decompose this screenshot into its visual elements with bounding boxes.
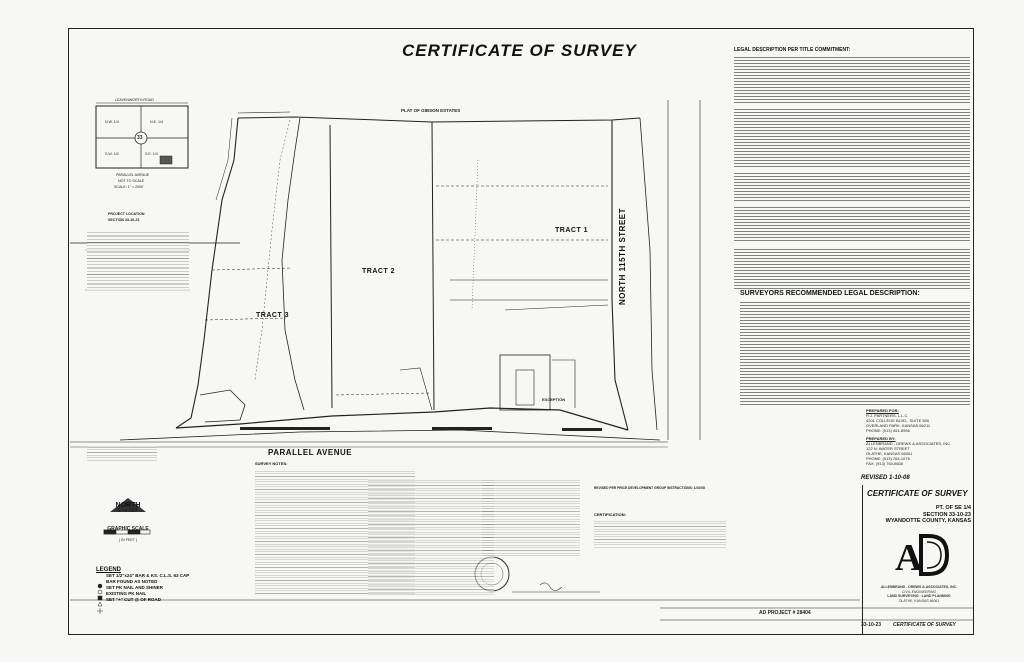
vicinity-scale: SCALE: 1" = 2000' [114,185,144,189]
revised-stamp: REVISED 1-10-08 [861,475,910,481]
legend-item: SET 1/2"x24" BAR & KS. C.L.S. 63 CAP [106,573,190,578]
document-title: CERTIFICATE OF SURVEY [402,41,637,60]
graphic-scale-bar [103,529,151,535]
title-block-line: SECTION 33-10-23 [923,511,971,518]
plat-label: PLAT OF GIBSON ESTATES [401,108,461,113]
footer-sheet-title: CERTIFICATE OF SURVEY [893,622,956,628]
vicinity-road-top: LEAVENWORTH ROAD [115,98,154,102]
certification-title: CERTIFICATION: [594,512,626,517]
vicinity-section: 33 [137,135,143,141]
project-location-label: PROJECT LOCATION [108,212,145,216]
vicinity-sw: S.W. 1/4 [105,152,119,156]
recommended-legal-text [740,300,970,406]
legend-item: EXISTING PK NAIL [106,591,147,596]
title-block-heading: CERTIFICATE OF SURVEY [867,489,968,498]
title-block-firm: ALLENBRAND - DREWS & ASSOCIATES, INC. CI… [867,585,971,603]
tract-2-label: TRACT 2 [362,268,396,275]
legal-text-block [734,205,970,243]
vicinity-ne: N.E. 1/4 [150,120,163,124]
legend: LEGEND SET 1/2"x24" BAR & KS. C.L.S. 63 … [96,567,256,603]
prepared-for-line: 4201 COLLEGE BLVD., SUITE 500 [866,418,930,423]
legend-title: LEGEND [96,567,122,573]
easement-notes-text-2 [482,478,580,556]
legal-text-block [734,55,970,103]
vicinity-no-scale: NOT TO SCALE [118,179,145,183]
legend-symbols [97,583,103,614]
prepared-for-line: R.J. PARTNERS, L.L.C. [866,413,909,418]
prepared-for-heading: PREPARED FOR: [866,408,899,413]
firm-services: CIVIL ENGINEERING [901,589,937,594]
footer-code: 33-10-23 [861,622,882,628]
street-parallel-label: PARALLEL AVENUE [268,448,353,457]
legal-text-block [734,107,970,167]
prepared-for-block: PREPARED FOR: R.J. PARTNERS, L.L.C. 4201… [866,408,930,433]
north-scale-text: 1" = 100' [117,508,139,514]
firm-logo-icon: A [895,534,950,579]
legal-text-block [734,171,970,201]
title-block: REVISED 1-10-08 CERTIFICATE OF SURVEY PT… [861,475,974,635]
tract-1-label: TRACT 1 [555,227,589,234]
certification-text [594,519,726,549]
tract-3-label: TRACT 3 [256,312,290,319]
prepared-for-line: OVERLAND PARK, KANSAS 66211 [866,423,931,428]
vicinity-map [95,102,189,169]
graphic-scale-label: GRAPHIC SCALE [107,526,149,533]
legal-description-column: LEGAL DESCRIPTION PER TITLE COMMITMENT: [734,47,970,295]
project-number: AD PROJECT # 28404 [759,610,811,616]
legend-item: SET PK NAIL AND SHINER [106,585,164,590]
legend-item: SET "+" CUT @ OF ROAD [106,597,162,602]
north-arrow-icon [110,498,146,512]
prepared-by-heading: PREPARED BY: [866,436,896,441]
north-label: NORTH [115,502,141,509]
in-feet-label: ( IN FEET ) [118,537,138,542]
north-block: NORTH 1" = 100' GRAPHIC SCALE ( IN FEET … [101,502,155,542]
street-115th-label: NORTH 115TH STREET [618,207,627,305]
section-ref: SECTION 33-10-23 [108,218,140,222]
firm-name: ALLENBRAND - DREWS & ASSOCIATES, INC. [880,585,958,589]
vicinity-nw: N.W. 1/4 [105,120,119,124]
legal-text-block [734,247,970,291]
title-block-location: PT. OF SE 1/4 SECTION 33-10-23 WYANDOTTE… [867,505,971,525]
firm-city: OLATHE, KANSAS 66061 [898,598,940,603]
legend-item: BAR FOUND AS NOTED [106,579,158,584]
legal-heading: LEGAL DESCRIPTION PER TITLE COMMITMENT: [734,47,851,53]
point-of-commencement-note [87,445,157,461]
prepared-by-line: OLATHE, KANSAS 66061 [866,451,913,456]
exception-label: EXCEPTION [542,397,566,402]
easement-notes-text [368,478,494,596]
prepared-by-block: PREPARED BY: ALLENBRAND - DREWS & ASSOCI… [866,436,951,466]
prepared-by-line: PHONE: (913) 764-1076 [866,456,910,461]
survey-notes-title: SURVEY NOTES: [255,461,288,466]
prepared-by-line: 122 N. WATER STREET [866,446,910,451]
prepared-for-line: PHONE: (913) 451-8956 [866,428,910,433]
title-block-line: PT. OF SE 1/4 [935,505,971,511]
prepared-by-line: FAX: (913) 764-8635 [866,461,904,466]
curve-data-table [87,230,189,290]
firm-services-2: LAND SURVEYING · LAND PLANNING [887,594,951,598]
vicinity-se: S.E. 1/4 [145,152,158,156]
svg-text:A: A [895,537,923,579]
prepared-by-line: ALLENBRAND - DREWS & ASSOCIATES, INC. [866,441,952,446]
sheet-border [68,28,974,635]
vicinity-road-bottom: PARALLEL AVENUE [116,173,150,177]
development-note: REVISED PER PRICE DEVELOPMENT GROUP INST… [594,486,705,490]
title-block-line: WYANDOTTE COUNTY, KANSAS [885,518,971,524]
recommended-legal-heading: SURVEYORS RECOMMENDED LEGAL DESCRIPTION: [740,290,920,297]
